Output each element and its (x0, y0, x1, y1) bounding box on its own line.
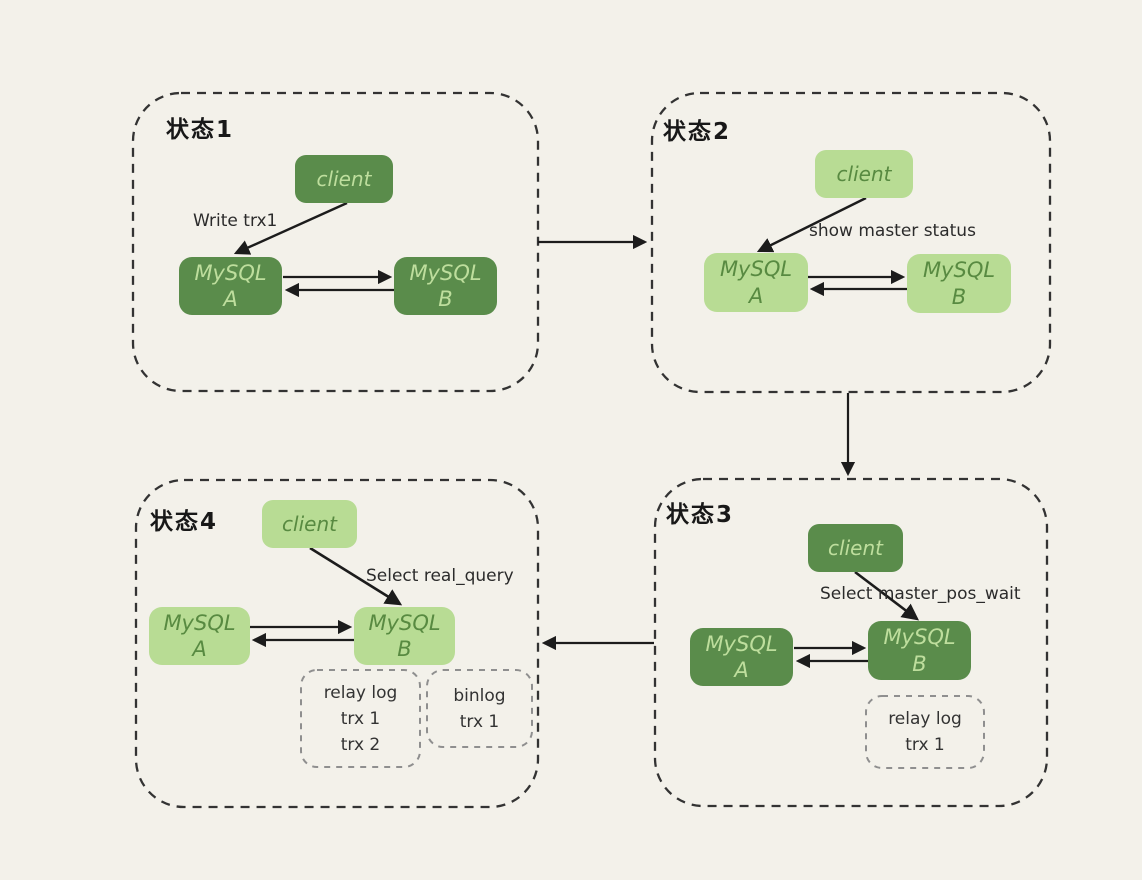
state4-binlog-box (426, 669, 533, 748)
state1-container (131, 91, 540, 393)
state2-client-to-mysql-a-arrow (756, 196, 867, 253)
state4-container (134, 478, 540, 809)
state1-client-to-mysql-a-arrow (233, 201, 348, 255)
state4-client-to-mysql-b-arrow (309, 546, 403, 606)
state3-container (653, 477, 1049, 808)
state3-client-to-mysql-b-arrow (854, 570, 920, 621)
state4-relay-log-box (300, 669, 421, 768)
state2-container (650, 91, 1052, 394)
state3-relay-log-box (865, 695, 985, 769)
